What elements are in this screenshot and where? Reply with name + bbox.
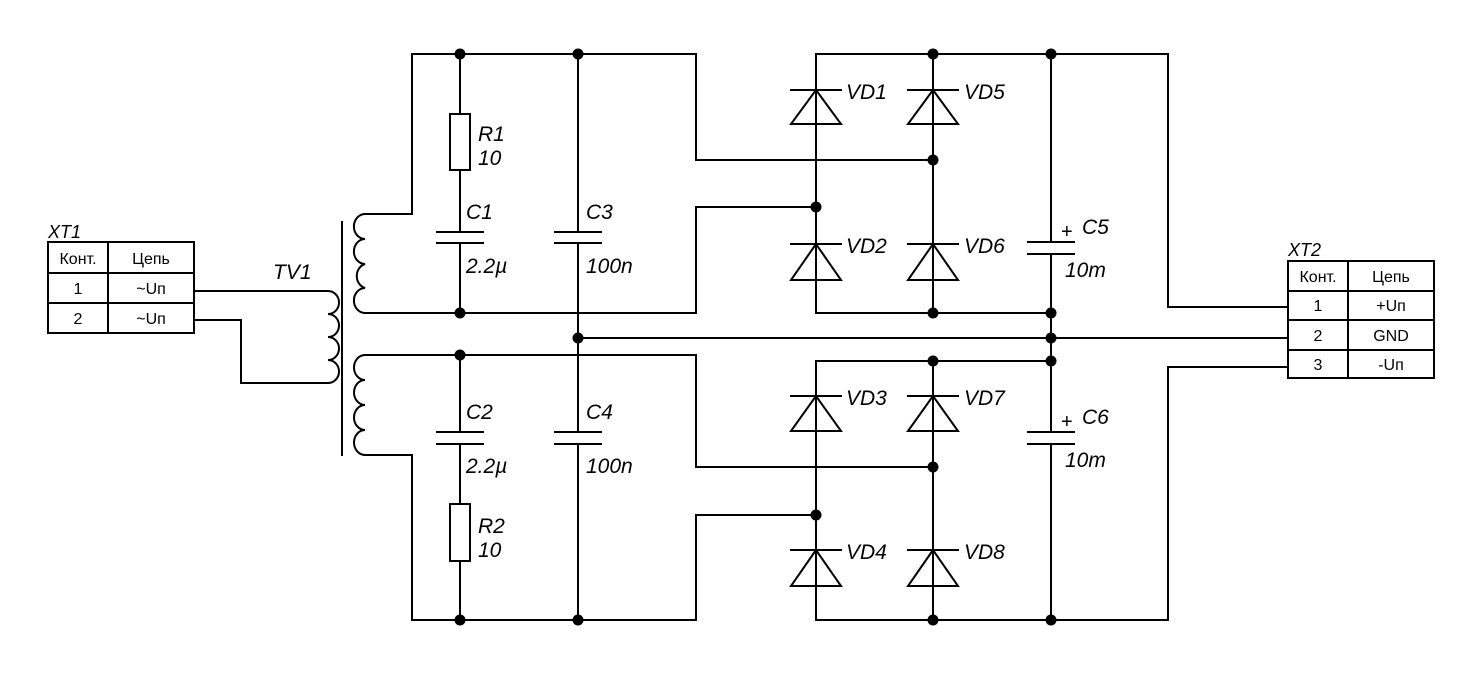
- vd8-ref: VD8: [964, 541, 1005, 564]
- tv1-secondary-lower-winding: [353, 353, 367, 457]
- diode-vd5: VD5: [906, 81, 1005, 125]
- tv1-primary-winding: [326, 289, 340, 385]
- capacitor-c2: C2 2.2µ: [436, 401, 507, 478]
- xt1-row1-contact: 1: [74, 281, 83, 298]
- junction-dot: [927, 614, 939, 626]
- r2-ref: R2: [478, 515, 505, 538]
- c3-value: 100n: [586, 255, 633, 278]
- junction-dot: [1045, 614, 1057, 626]
- junction-dot: [927, 461, 939, 473]
- wires: [193, 53, 1289, 621]
- xt2-ref: XT2: [1287, 240, 1321, 260]
- diode-vd4: VD4: [789, 541, 887, 587]
- tv1-secondary-upper-winding: [352, 212, 367, 315]
- diode-vd8: VD8: [906, 541, 1005, 587]
- c1-ref: C1: [466, 201, 493, 224]
- r2-value: 10: [478, 539, 502, 562]
- xt2-row1-contact: 1: [1314, 298, 1323, 315]
- transformer-tv1: TV1: [273, 212, 367, 457]
- vd3-ref: VD3: [846, 387, 887, 410]
- diode-vd1: VD1: [789, 81, 887, 125]
- junction-dot: [810, 509, 822, 521]
- xt1-row1-net: ~Uп: [136, 281, 166, 298]
- xt1-row2-net: ~Uп: [136, 311, 166, 328]
- resistor-r1: R1 10: [449, 113, 505, 171]
- junction-dots: [454, 48, 1057, 626]
- vd4-ref: VD4: [846, 541, 887, 564]
- junction-dot: [927, 48, 939, 60]
- c6-ref: C6: [1082, 406, 1109, 429]
- c4-value: 100n: [586, 455, 633, 478]
- c2-value: 2.2µ: [465, 455, 507, 478]
- c1-value: 2.2µ: [465, 255, 507, 278]
- c5-polarity: +: [1061, 221, 1073, 243]
- junction-dot: [927, 307, 939, 319]
- connector-xt2: XT2 Конт. Цепь 1 +Uп 2 GND 3 -Uп: [1287, 240, 1435, 379]
- xt1-header-contact: Конт.: [59, 251, 96, 268]
- junction-dot: [454, 614, 466, 626]
- xt2-row3-net: -Uп: [1378, 357, 1404, 374]
- vd2-ref: VD2: [846, 235, 887, 258]
- diode-vd6: VD6: [906, 235, 1005, 281]
- diode-vd3: VD3: [789, 387, 887, 432]
- junction-dot: [1045, 48, 1057, 60]
- capacitor-c4: C4 100n: [554, 401, 633, 478]
- xt2-header-contact: Конт.: [1299, 269, 1336, 286]
- c4-ref: C4: [586, 401, 613, 424]
- c3-ref: C3: [586, 201, 613, 224]
- xt2-header-net: Цепь: [1372, 269, 1410, 286]
- diode-vd7: VD7: [906, 387, 1006, 432]
- junction-dot: [810, 201, 822, 213]
- diode-vd2: VD2: [789, 235, 887, 281]
- junction-dot: [1045, 332, 1057, 344]
- xt2-row1-net: +Uп: [1376, 298, 1406, 315]
- junction-dot: [1045, 355, 1057, 367]
- r1-ref: R1: [478, 123, 505, 146]
- c6-polarity: +: [1061, 411, 1073, 433]
- junction-dot: [572, 332, 584, 344]
- resistor-r2: R2 10: [449, 503, 505, 562]
- xt1-ref: XT1: [47, 222, 81, 242]
- tv1-ref: TV1: [273, 261, 312, 284]
- c5-ref: C5: [1082, 216, 1109, 239]
- vd7-ref: VD7: [964, 387, 1006, 410]
- xt2-row2-net: GND: [1373, 328, 1409, 345]
- junction-dot: [572, 614, 584, 626]
- capacitor-c1: C1 2.2µ: [436, 201, 507, 278]
- capacitor-c3: C3 100n: [554, 201, 633, 278]
- r1-value: 10: [478, 147, 502, 170]
- junction-dot: [454, 307, 466, 319]
- vd5-ref: VD5: [964, 81, 1005, 104]
- c6-value: 10m: [1065, 449, 1106, 472]
- connector-xt1: XT1 Конт. Цепь 1 ~Uп 2 ~Uп: [47, 222, 195, 334]
- capacitor-c6: + C6 10m: [1027, 406, 1109, 472]
- xt1-header-net: Цепь: [132, 251, 170, 268]
- vd6-ref: VD6: [964, 235, 1005, 258]
- capacitor-c5: + C5 10m: [1027, 216, 1109, 282]
- c5-value: 10m: [1065, 259, 1106, 282]
- junction-dot: [454, 349, 466, 361]
- xt1-row2-contact: 2: [74, 311, 83, 328]
- c2-ref: C2: [466, 401, 493, 424]
- vd1-ref: VD1: [846, 81, 887, 104]
- junction-dot: [1045, 307, 1057, 319]
- junction-dot: [572, 48, 584, 60]
- junction-dot: [927, 154, 939, 166]
- xt2-row2-contact: 2: [1314, 328, 1323, 345]
- junction-dot: [927, 355, 939, 367]
- xt2-row3-contact: 3: [1314, 357, 1323, 374]
- junction-dot: [454, 48, 466, 60]
